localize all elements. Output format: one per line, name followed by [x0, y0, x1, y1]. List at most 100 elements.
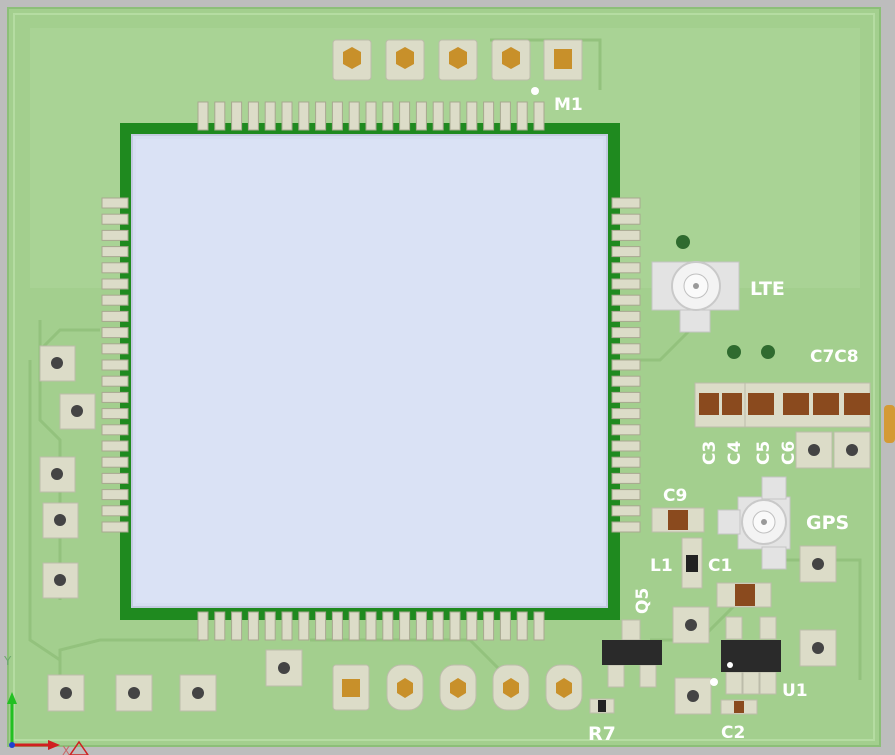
bottom-pin-pads	[47, 649, 303, 712]
label-c1: C1	[708, 556, 732, 576]
gps-connector	[717, 476, 791, 570]
lte-connector	[651, 235, 740, 333]
capacitor-bank	[694, 382, 895, 469]
module-pad	[101, 229, 129, 241]
module-pad	[415, 611, 427, 641]
left-pin-pads	[39, 345, 96, 599]
module-pad	[516, 101, 528, 131]
module-pad	[101, 197, 129, 209]
module-pad	[315, 101, 327, 131]
module-pad	[365, 611, 377, 641]
right-pin-pads	[672, 545, 837, 715]
module-pad	[611, 521, 641, 533]
resistor-r7	[589, 698, 615, 714]
module-pad	[101, 472, 129, 484]
module-pad	[101, 424, 129, 436]
module-pad	[611, 246, 641, 258]
module-pad	[101, 294, 129, 306]
module-pad	[101, 213, 129, 225]
module-pad	[101, 456, 129, 468]
module-m1	[120, 123, 620, 620]
label-r7: R7	[588, 723, 616, 745]
module-pad	[432, 611, 444, 641]
inductor-l1	[681, 537, 703, 589]
module-pad	[214, 611, 226, 641]
module-pad	[466, 611, 478, 641]
label-lte: LTE	[750, 278, 785, 300]
module-pad	[101, 505, 129, 517]
module-pad	[449, 101, 461, 131]
capacitor-c1	[716, 582, 772, 608]
label-c5: C5	[754, 441, 774, 465]
label-c9: C9	[663, 486, 687, 506]
module-pad	[101, 310, 129, 322]
module-pad	[281, 611, 293, 641]
axis-gizmo: Y X	[3, 654, 89, 755]
module-pad	[483, 101, 495, 131]
module-pad	[483, 611, 495, 641]
module-pad	[101, 489, 129, 501]
label-l1: L1	[650, 556, 673, 576]
module-pad	[611, 294, 641, 306]
module-pad	[264, 101, 276, 131]
module-pad	[101, 343, 129, 355]
axis-y-label: Y	[3, 654, 12, 668]
label-gps: GPS	[806, 512, 849, 534]
module-pad	[348, 101, 360, 131]
module-pad	[315, 611, 327, 641]
module-pad	[214, 101, 226, 131]
label-q5: Q5	[633, 588, 653, 614]
via-white	[531, 87, 539, 95]
module-pad	[281, 101, 293, 131]
label-c3: C3	[700, 441, 720, 465]
module-pad	[298, 611, 310, 641]
module-pad	[231, 101, 243, 131]
module-pad	[611, 359, 641, 371]
label-u1: U1	[782, 681, 808, 701]
module-pad	[247, 101, 259, 131]
module-pad	[611, 456, 641, 468]
module-pad	[231, 611, 243, 641]
label-c2: C2	[721, 723, 745, 743]
module-pad	[611, 440, 641, 452]
module-pad	[611, 343, 641, 355]
module-pad	[611, 197, 641, 209]
module-pad	[499, 611, 511, 641]
module-pad	[499, 101, 511, 131]
silkscreen-labels: M1 LTE C7C8 C3 C4 C5 C6 C9 GPS L1 C1 Q5 …	[554, 95, 859, 745]
module-pad	[466, 101, 478, 131]
module-pad	[365, 101, 377, 131]
label-m1: M1	[554, 95, 583, 115]
label-c4: C4	[725, 441, 745, 465]
module-pad	[611, 424, 641, 436]
module-pad	[611, 229, 641, 241]
module-pad	[611, 310, 641, 322]
module-pad	[432, 101, 444, 131]
module-pad	[611, 327, 641, 339]
module-pad	[101, 375, 129, 387]
module-pad	[399, 611, 411, 641]
module-pad	[533, 611, 545, 641]
module-pad	[101, 408, 129, 420]
module-pad	[611, 262, 641, 274]
module-pad	[516, 611, 528, 641]
module-pad	[348, 611, 360, 641]
capacitor-c9	[651, 507, 705, 533]
module-pad	[611, 213, 641, 225]
module-pad	[298, 101, 310, 131]
module-pad	[247, 611, 259, 641]
axis-x-label: X	[62, 744, 70, 755]
module-pad	[101, 359, 129, 371]
capacitor-c2	[720, 699, 758, 715]
module-pad	[399, 101, 411, 131]
module-pad	[197, 101, 209, 131]
ic-u1	[710, 616, 781, 695]
module-pad	[611, 489, 641, 501]
module-pad	[101, 391, 129, 403]
board-edge-highlight	[13, 13, 875, 741]
module-pad	[382, 611, 394, 641]
label-c6: C6	[779, 441, 799, 465]
module-pad	[611, 375, 641, 387]
module-pads	[101, 101, 641, 641]
